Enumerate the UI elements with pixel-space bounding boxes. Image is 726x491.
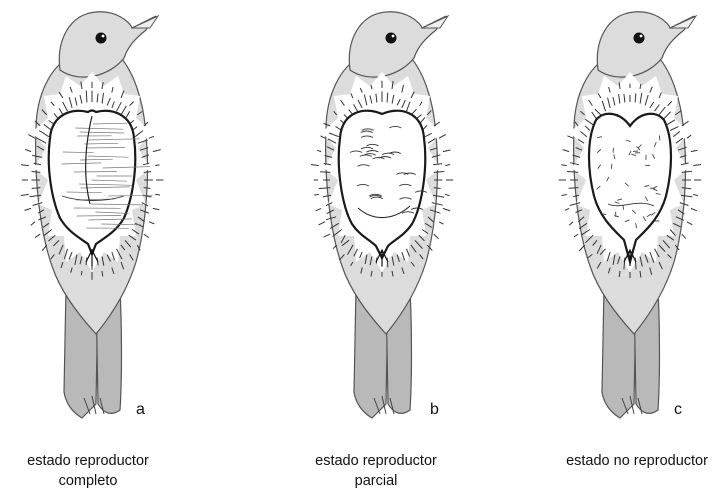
bird-head: [349, 12, 446, 77]
caption-b-line-1: estado reproductor: [276, 451, 476, 471]
bird-b: [311, 12, 453, 418]
eye: [386, 33, 397, 44]
bird-head: [597, 12, 694, 77]
panel-label-a: a: [136, 402, 145, 418]
eye: [96, 33, 107, 44]
caption-c: estado no reproductor: [537, 451, 726, 471]
caption-a-line-2: completo: [0, 471, 188, 491]
panel-label-c: c: [674, 402, 682, 418]
beak: [422, 16, 448, 28]
caption-a-line-1: estado reproductor: [0, 451, 188, 471]
bird-c: [559, 12, 702, 418]
beak: [670, 16, 696, 28]
caption-b-line-2: parcial: [276, 471, 476, 491]
caption-b: estado reproductor parcial: [276, 451, 476, 491]
eye: [634, 33, 645, 44]
caption-a: estado reproductor completo: [0, 451, 188, 491]
beak: [132, 16, 158, 28]
bird-head: [59, 12, 156, 77]
caption-c-line-1: estado no reproductor: [537, 451, 726, 471]
bird-a: [21, 12, 164, 418]
panel-label-b: b: [430, 402, 439, 418]
